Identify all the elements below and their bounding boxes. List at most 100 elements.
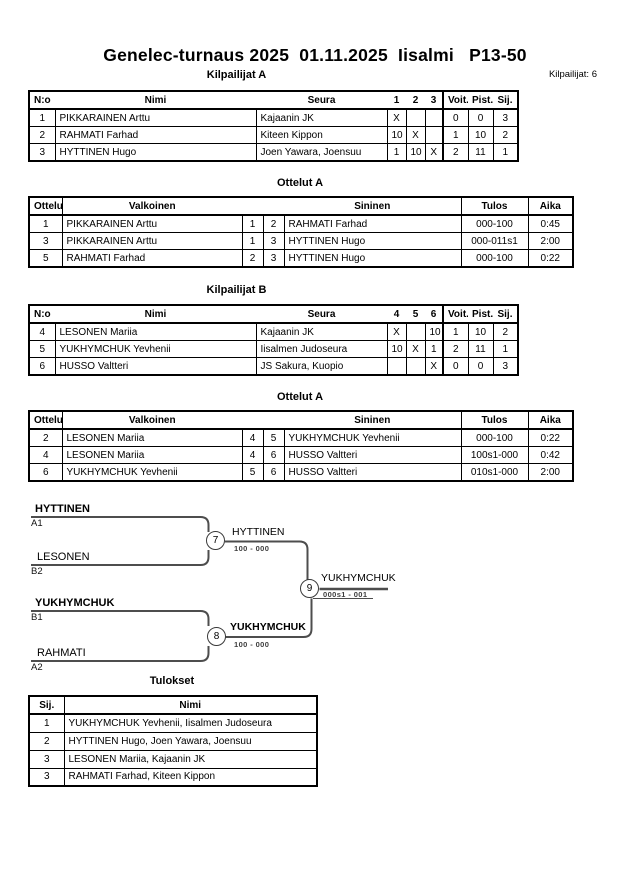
cell-match: 6 — [28, 463, 63, 482]
table-row: 4 LESONEN Mariia 4 6 HUSSO Valtteri 100s… — [28, 446, 574, 464]
cell-3 — [424, 126, 444, 144]
match7-score: 100 - 000 — [234, 543, 270, 553]
col-no: N:o — [29, 304, 55, 324]
col-wins: Voit. — [442, 90, 468, 110]
cell-result: 100s1-000 — [460, 446, 529, 464]
cell-5 — [405, 322, 426, 341]
competitors-count: Kilpailijat: 6 — [548, 69, 597, 80]
cell-points: 0 — [467, 108, 494, 127]
pool-a-table: N:o Nimi Seura 1 2 3 Voit. Pist. Sij. 1 … — [28, 90, 519, 162]
col-white: Valkoinen — [61, 196, 242, 216]
cell-match: 4 — [28, 446, 63, 464]
medal-bracket: HYTTINEN A1 LESONEN B2 HYTTINEN 100 - 00… — [0, 495, 630, 695]
cell-place: 3 — [492, 108, 519, 127]
cell-points: 10 — [467, 126, 494, 144]
cell-place: 1 — [492, 340, 519, 358]
col-name: Nimi — [55, 304, 256, 324]
table-row: 2 LESONEN Mariia 4 5 YUKHYMCHUK Yevhenii… — [28, 428, 574, 447]
match9-number-badge: 9 — [300, 579, 319, 598]
cell-name: YUKHYMCHUK Yevhenii, Iisalmen Judoseura — [63, 713, 318, 733]
results-table: Sij. Nimi 1 YUKHYMCHUK Yevhenii, Iisalme… — [28, 695, 318, 787]
table-row: 2 HYTTINEN Hugo, Joen Yawara, Joensuu — [28, 731, 318, 751]
pool-a-heading: Kilpailijat A — [206, 69, 267, 81]
match8-winner-name: YUKHYMCHUK — [230, 621, 306, 633]
col-no: N:o — [29, 90, 55, 110]
cell-4: X — [386, 322, 407, 341]
col-wins: Voit. — [442, 304, 468, 324]
cell-name: RAHMATI Farhad — [54, 126, 257, 144]
cell-white: YUKHYMCHUK Yevhenii — [61, 463, 243, 482]
cell-match: 3 — [28, 232, 63, 250]
cell-white: RAHMATI Farhad — [61, 249, 243, 268]
col-place: Sij. — [29, 695, 64, 715]
col-name: Nimi — [63, 695, 317, 715]
col-blue: Sininen — [284, 196, 461, 216]
cell-6: 1 — [424, 340, 444, 358]
cell-time: 2:00 — [527, 232, 574, 250]
table-row: 3 HYTTINEN Hugo Joen Yawara, Joensuu 1 1… — [28, 143, 519, 162]
cell-match: 5 — [28, 249, 63, 268]
col-white-no — [242, 196, 263, 216]
cell-place: 1 — [492, 143, 519, 162]
cell-blue: RAHMATI Farhad — [283, 214, 462, 233]
col-2: 2 — [406, 90, 425, 110]
col-blue: Sininen — [284, 410, 461, 430]
table-header-row: N:o Nimi Seura 1 2 3 Voit. Pist. Sij. — [29, 90, 518, 110]
cell-wins: 2 — [442, 143, 469, 162]
bracket-lines — [31, 516, 388, 662]
cell-no: 5 — [28, 340, 56, 358]
cell-white-no: 4 — [241, 428, 264, 447]
bracket-seed-a1-name: HYTTINEN — [35, 503, 90, 515]
cell-match: 1 — [28, 214, 63, 233]
col-points: Pist. — [468, 304, 493, 324]
col-4: 4 — [387, 304, 406, 324]
matches-b-table: Ottelu Valkoinen Sininen Tulos Aika 2 LE… — [28, 410, 574, 482]
cell-2: 10 — [405, 143, 426, 162]
cell-result: 010s1-000 — [460, 463, 529, 482]
cell-blue: HUSSO Valtteri — [283, 446, 462, 464]
cell-name: HYTTINEN Hugo — [54, 143, 257, 162]
bracket-seed-a2-name: RAHMATI — [37, 647, 86, 659]
table-row: 1 YUKHYMCHUK Yevhenii, Iisalmen Judoseur… — [28, 713, 318, 733]
cell-club: Kiteen Kippon — [255, 126, 388, 144]
cell-name: LESONEN Mariia — [54, 322, 257, 341]
cell-match: 2 — [28, 428, 63, 447]
final-score: 000s1 - 001 — [323, 590, 368, 599]
cell-time: 0:42 — [527, 446, 574, 464]
cell-white: PIKKARAINEN Arttu — [61, 214, 243, 233]
cell-1: X — [386, 108, 407, 127]
col-1: 1 — [387, 90, 406, 110]
cell-no: 1 — [28, 108, 56, 127]
cell-white: PIKKARAINEN Arttu — [61, 232, 243, 250]
col-club: Seura — [256, 304, 387, 324]
cell-place: 3 — [28, 749, 65, 769]
table-header-row: N:o Nimi Seura 4 5 6 Voit. Pist. Sij. — [29, 304, 518, 324]
final-winner-name: YUKHYMCHUK — [321, 572, 396, 584]
table-row: 3 PIKKARAINEN Arttu 1 3 HYTTINEN Hugo 00… — [28, 232, 574, 250]
table-row: 1 PIKKARAINEN Arttu Kajaanin JK X 0 0 3 — [28, 108, 519, 127]
cell-blue-no: 3 — [262, 232, 285, 250]
col-time: Aika — [527, 196, 573, 216]
table-row: 5 YUKHYMCHUK Yevhenii Iisalmen Judoseura… — [28, 340, 519, 358]
col-name: Nimi — [55, 90, 256, 110]
cell-wins: 0 — [442, 357, 469, 376]
cell-result: 000-100 — [460, 428, 529, 447]
cell-white-no: 1 — [241, 232, 264, 250]
table-row: 3 LESONEN Mariia, Kajaanin JK — [28, 749, 318, 769]
cell-points: 11 — [467, 340, 494, 358]
cell-name: HUSSO Valtteri — [54, 357, 257, 376]
cell-4 — [386, 357, 407, 376]
cell-time: 0:22 — [527, 249, 574, 268]
cell-points: 11 — [467, 143, 494, 162]
cell-name: LESONEN Mariia, Kajaanin JK — [63, 749, 318, 769]
col-white: Valkoinen — [61, 410, 242, 430]
bracket-seed-b2-label: B2 — [31, 566, 43, 577]
cell-5: X — [405, 340, 426, 358]
col-place: Sij. — [493, 304, 518, 324]
col-result: Tulos — [460, 410, 528, 430]
col-place: Sij. — [493, 90, 518, 110]
match7-number-badge: 7 — [206, 531, 225, 550]
cell-place: 3 — [492, 357, 519, 376]
cell-result: 000-100 — [460, 214, 529, 233]
cell-blue-no: 6 — [262, 463, 285, 482]
